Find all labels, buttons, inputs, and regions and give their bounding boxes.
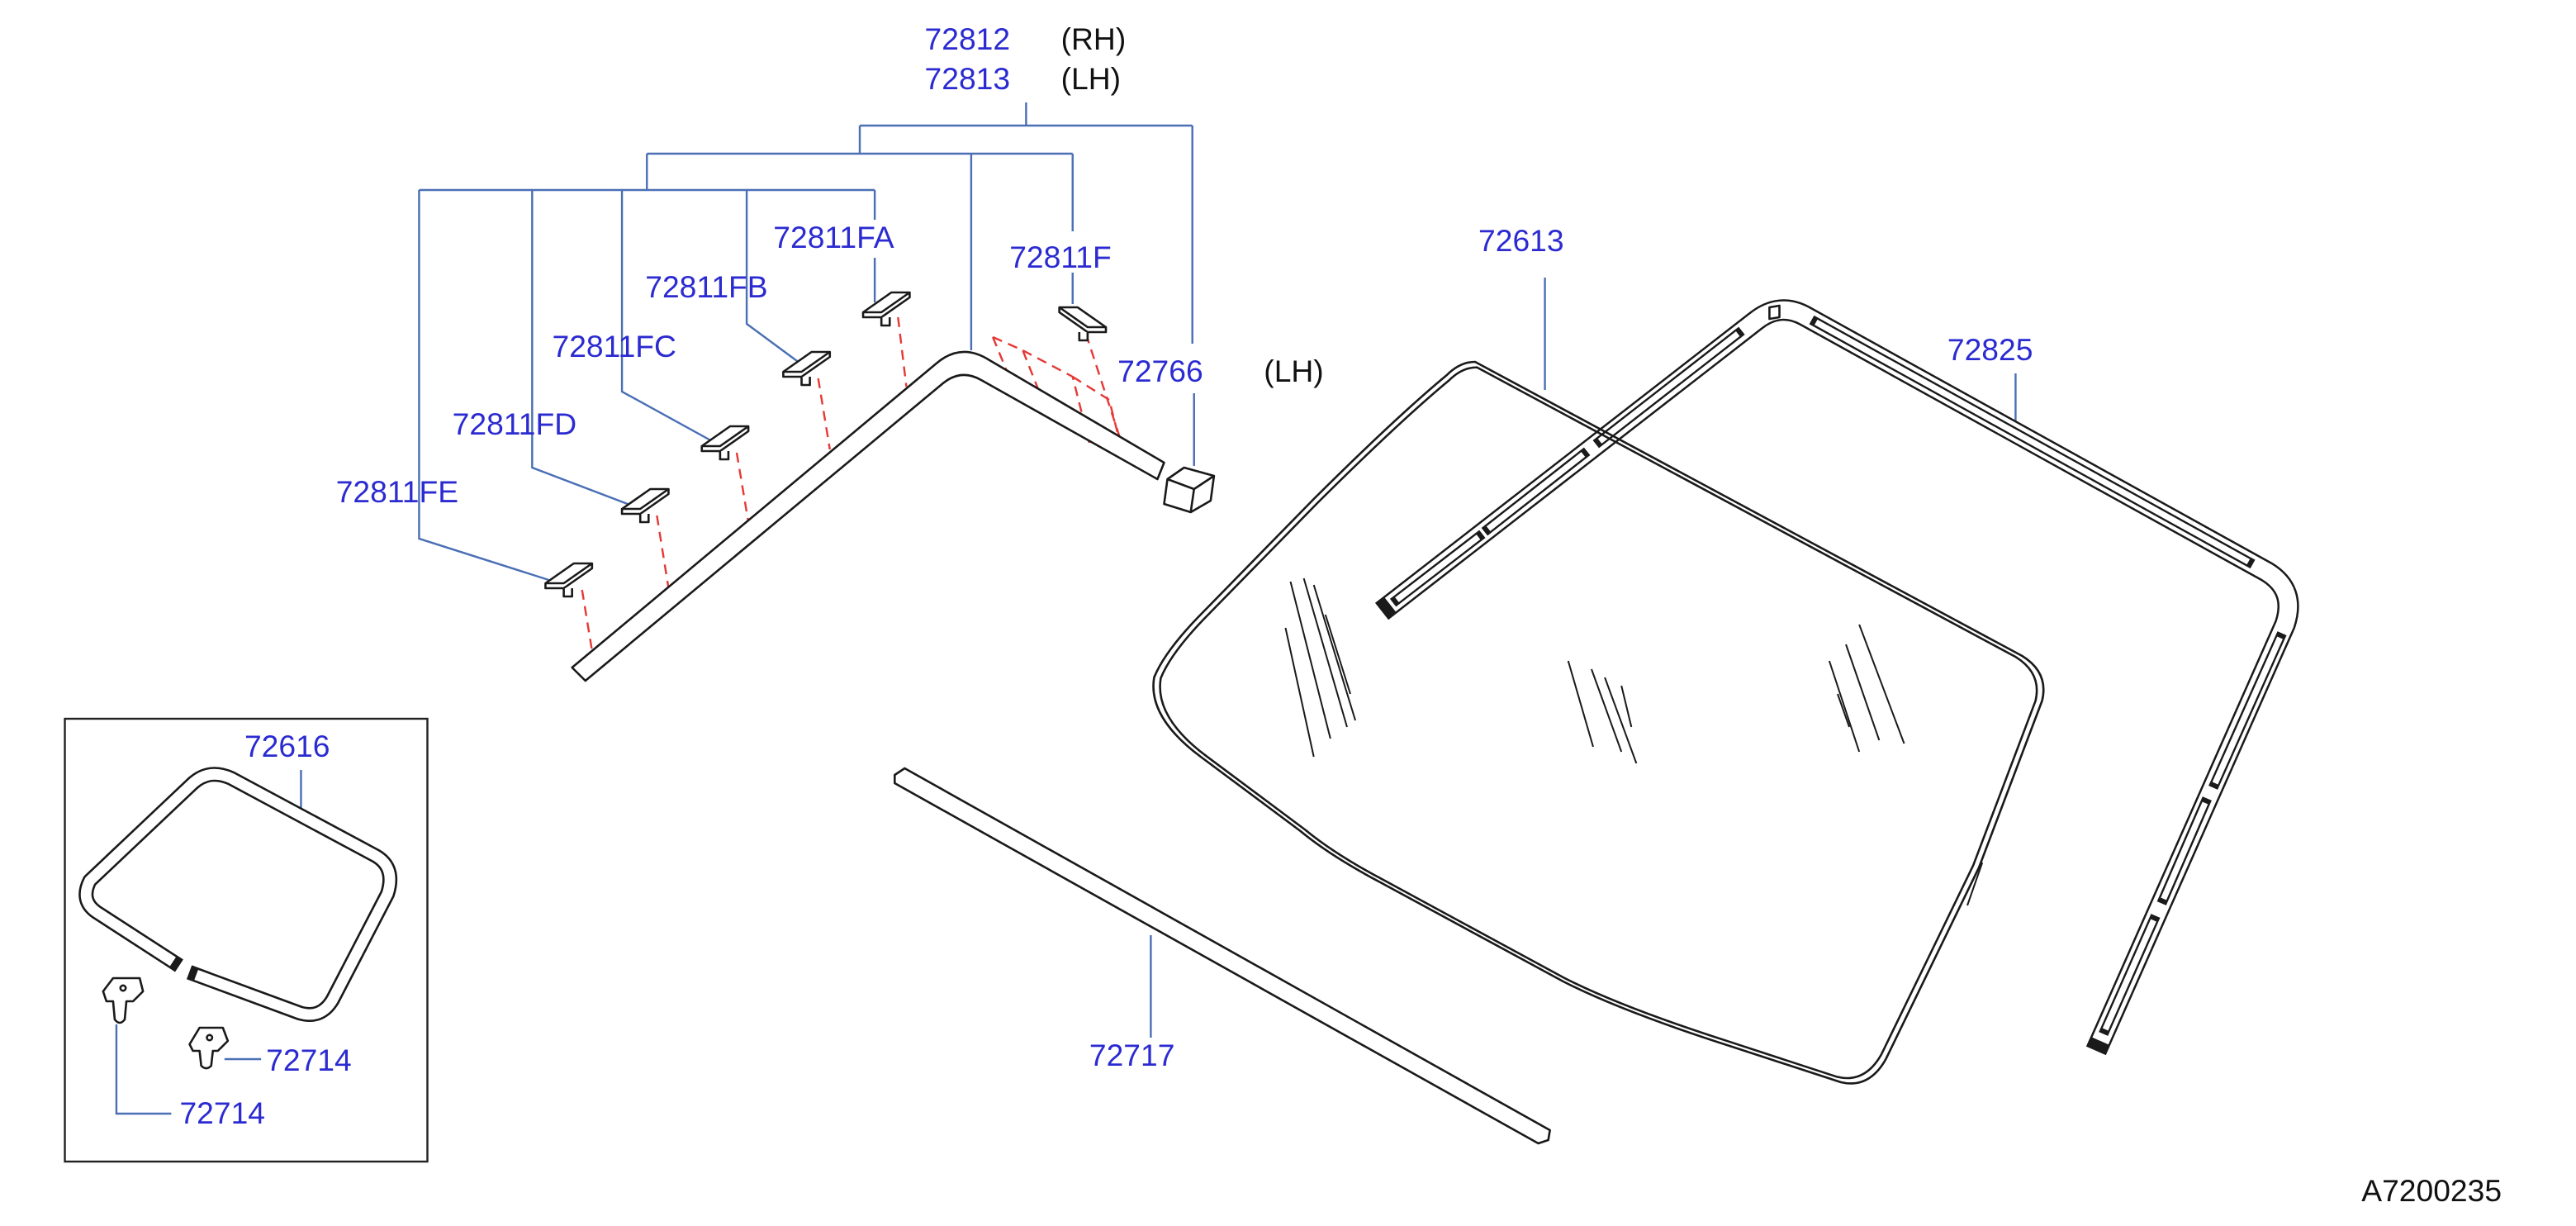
clip-shape — [861, 291, 911, 327]
end-cap-body — [1163, 466, 1216, 514]
glass-outline — [1152, 360, 2045, 1085]
callout-72811fc[interactable]: 72811FC — [553, 329, 676, 364]
callout-72613[interactable]: 72613 — [1478, 223, 1564, 258]
weatherstrip-72825 — [1374, 299, 2299, 1056]
callout-72811fb[interactable]: 72811FB — [645, 269, 767, 304]
callout-72811fe[interactable]: 72811FE — [336, 474, 458, 509]
weatherstrip-corner-notch — [1768, 304, 1781, 321]
end-cap-72766 — [1163, 466, 1216, 514]
diagram-code: A7200235 — [2361, 1173, 2502, 1208]
clip-shape — [1058, 306, 1108, 342]
retainer-clip-hole — [206, 1034, 214, 1042]
clip-shape — [620, 487, 670, 524]
retainer-clip-72714-b — [188, 1026, 230, 1070]
callout-72813-side: (LH) — [1061, 61, 1121, 96]
callout-72813[interactable]: 72813 — [925, 61, 1011, 96]
clip-shape — [544, 562, 594, 598]
retainer-clip-body — [188, 1026, 230, 1070]
clip-72811fc — [700, 425, 750, 461]
insert-segment — [1389, 315, 2287, 1036]
lower-molding-outline — [893, 767, 1551, 1145]
clip-shape — [700, 425, 750, 461]
callout-72717[interactable]: 72717 — [1089, 1038, 1175, 1072]
roof-molding-72812-72813 — [571, 350, 1165, 682]
glass-edge-mark — [1966, 862, 1984, 906]
inset-box — [64, 717, 429, 1163]
callout-72812-side: (RH) — [1061, 21, 1127, 56]
retainer-clip-hole — [119, 984, 127, 992]
fit-line-72811fc — [735, 452, 750, 523]
glare-line — [1284, 577, 1357, 758]
callout-72714-a[interactable]: 72714 — [179, 1095, 265, 1130]
fit-line-zigzag — [991, 335, 1119, 444]
callout-labels: 72812 (RH) 72813 (LH) 72811FA 72811F 728… — [179, 21, 2033, 1130]
leader-72811fe — [418, 190, 549, 582]
glass-glare-marks — [1284, 577, 1905, 764]
lower-molding-72717 — [893, 767, 1551, 1145]
retainer-clip-72714-a — [102, 977, 145, 1024]
fit-line-72811fb — [817, 378, 831, 450]
leader-lines — [115, 102, 2017, 1115]
window-molding-72616 — [78, 767, 398, 1022]
fit-line-72811fd — [656, 515, 670, 589]
window-molding-inner — [80, 768, 396, 1020]
clip-72811fa — [861, 291, 911, 327]
callout-72766-side: (LH) — [1264, 354, 1323, 388]
callout-72616[interactable]: 72616 — [244, 729, 330, 763]
molding-outline — [571, 350, 1165, 682]
callout-72714-b[interactable]: 72714 — [266, 1043, 352, 1077]
leader-72714-a — [115, 1024, 172, 1115]
callout-72766[interactable]: 72766 — [1117, 354, 1203, 388]
retainer-clip-body — [102, 977, 145, 1024]
callout-72812[interactable]: 72812 — [925, 21, 1011, 56]
inset-frame — [64, 717, 429, 1163]
end-cap-edges — [1167, 474, 1215, 513]
clip-72811fe — [544, 562, 594, 598]
fit-line-72811fe — [581, 589, 595, 662]
glare-line — [1828, 624, 1905, 753]
clip-72811f — [1058, 306, 1108, 342]
callout-72825[interactable]: 72825 — [1947, 332, 2033, 367]
windshield-glass-72613 — [1152, 360, 2045, 1085]
callout-72811fa[interactable]: 72811FA — [773, 220, 894, 254]
glass-inner-edge — [1159, 366, 2038, 1080]
callout-72811fd[interactable]: 72811FD — [453, 406, 576, 441]
leader-72811fb — [745, 190, 806, 368]
insert-segment-inner — [1395, 319, 2283, 1031]
fit-line-72811fa — [897, 316, 908, 387]
leader-72811fd — [531, 190, 633, 507]
leader-molding-branch — [646, 152, 1074, 350]
glare-line — [1567, 660, 1638, 764]
callout-72811f[interactable]: 72811F — [1009, 240, 1112, 274]
leader-72812-72813-branch — [858, 124, 1193, 344]
clip-72811fd — [620, 487, 670, 524]
leader-72811fc — [620, 190, 716, 444]
weatherstrip-inserts — [1389, 315, 2287, 1036]
